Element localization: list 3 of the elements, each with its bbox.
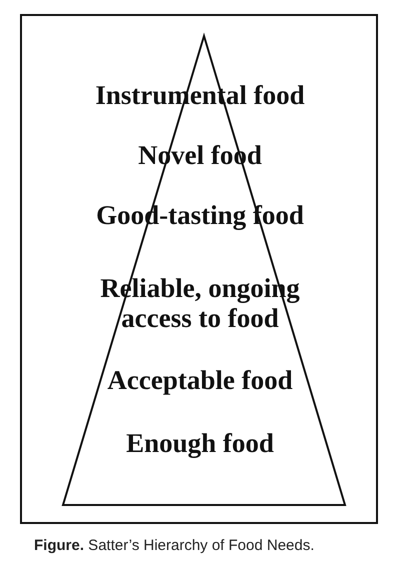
figure-caption: Figure. Satter’s Hierarchy of Food Needs. <box>34 537 314 555</box>
level-label: Enough food <box>126 428 274 458</box>
level-label: Acceptable food <box>107 365 293 395</box>
